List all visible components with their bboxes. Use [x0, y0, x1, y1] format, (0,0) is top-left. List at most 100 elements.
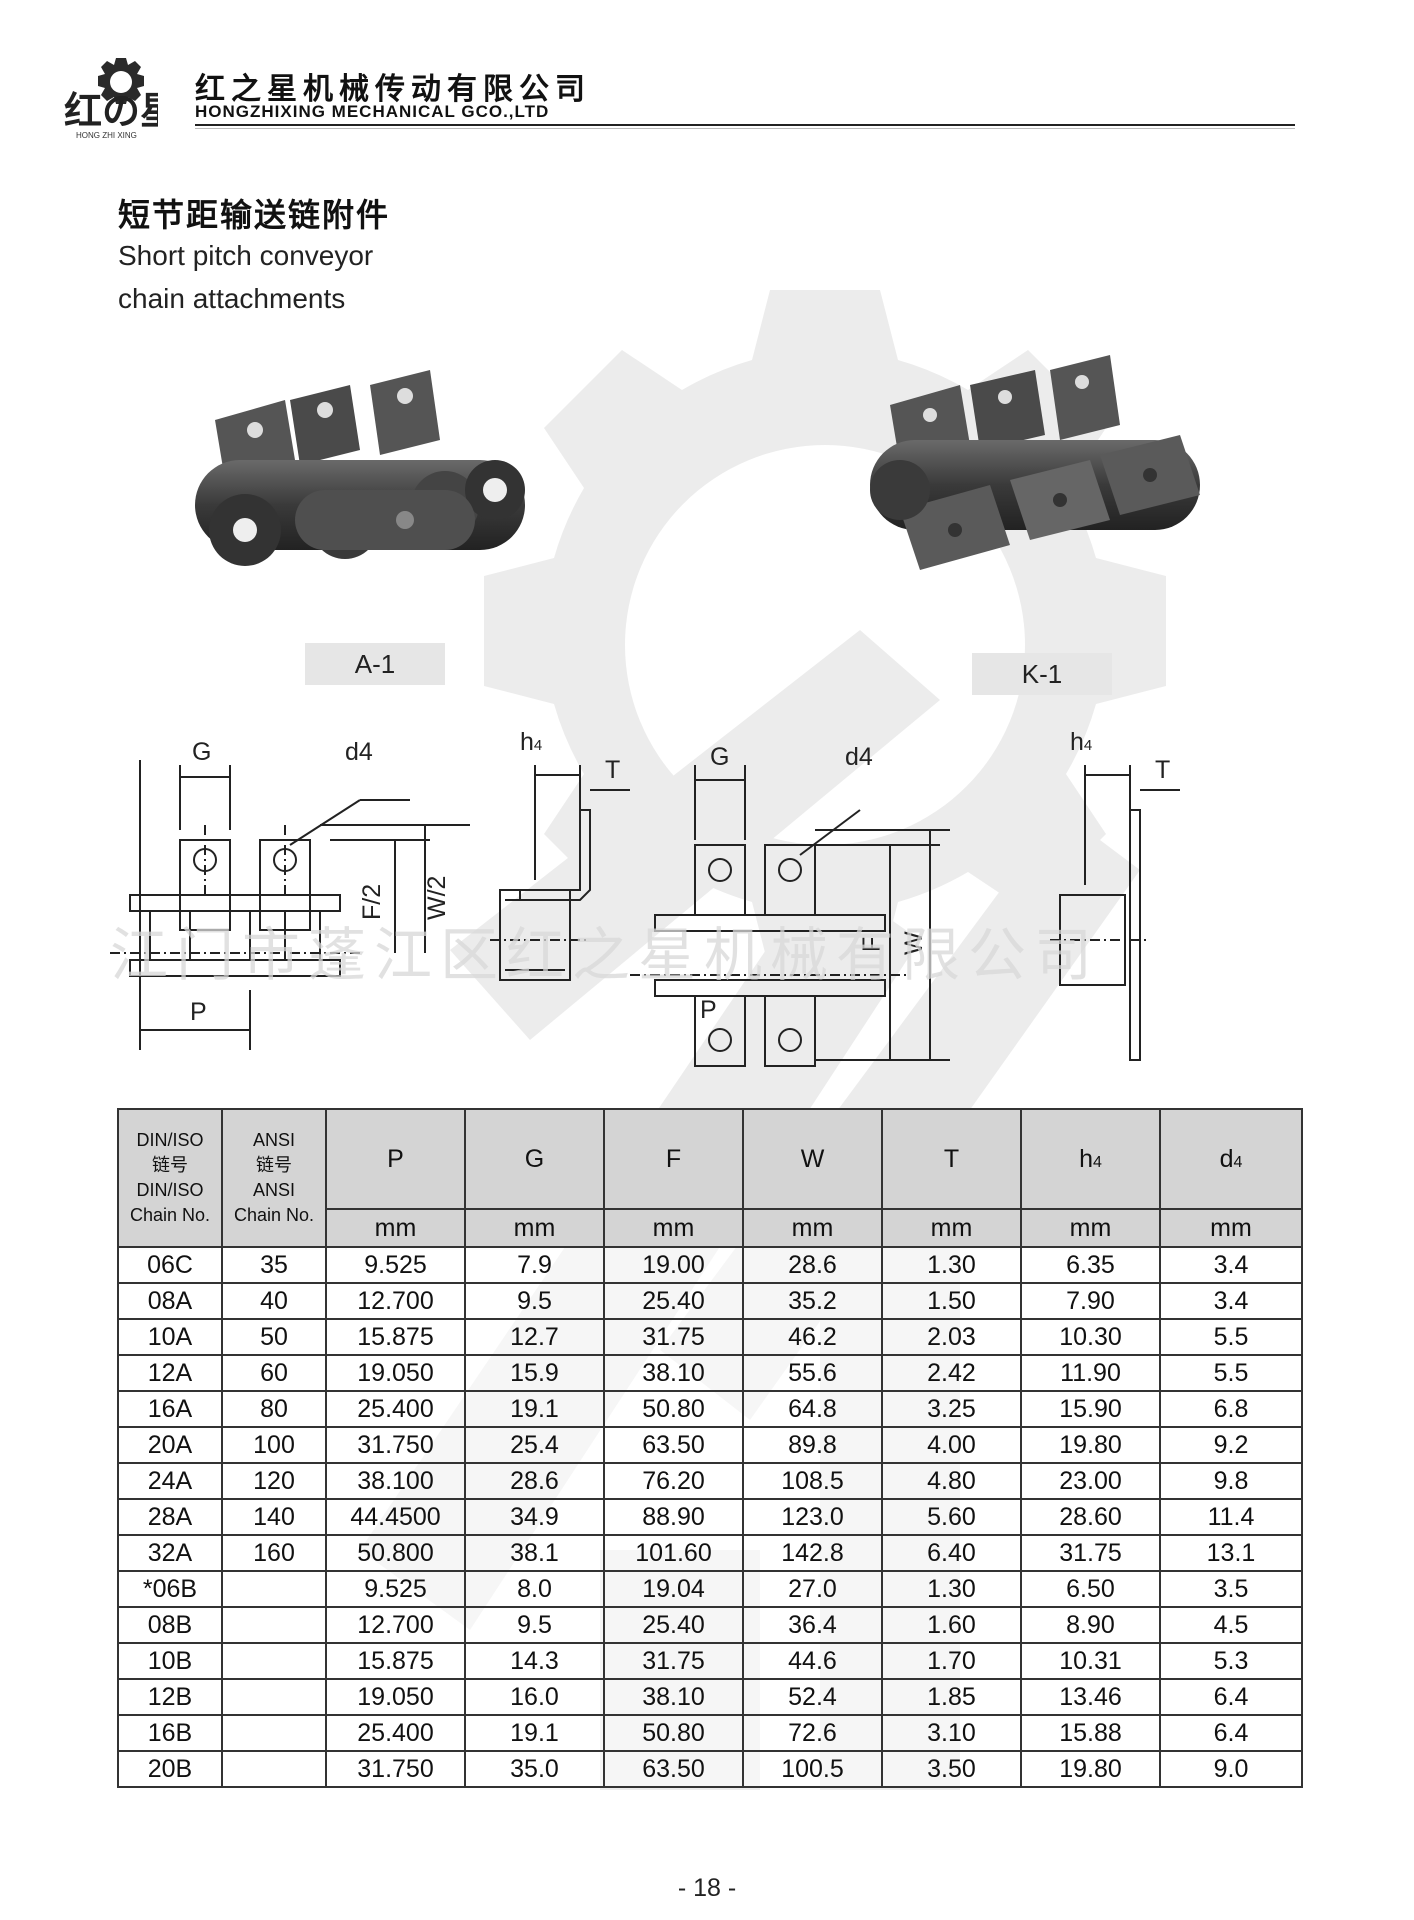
table-cell: 7.9	[464, 1246, 605, 1284]
table-cell: 123.0	[742, 1498, 883, 1536]
table-cell: 5.60	[881, 1498, 1022, 1536]
table-cell: 19.1	[464, 1390, 605, 1428]
table-cell: 15.875	[325, 1318, 466, 1356]
table-cell: 36.4	[742, 1606, 883, 1644]
table-cell: 9.0	[1159, 1750, 1303, 1788]
table-cell: 19.80	[1020, 1426, 1161, 1464]
table-cell: 12.700	[325, 1282, 466, 1320]
table-cell: 20B	[117, 1750, 223, 1788]
watermark-company-text: 江门市蓬江区红之星机械有限公司	[110, 921, 1100, 989]
table-cell: 12.7	[464, 1318, 605, 1356]
table-cell: 5.5	[1159, 1354, 1303, 1392]
table-header-row: DIN/ISO 链号 DIN/ISO Chain No. ANSI 链号 ANS…	[117, 1108, 1303, 1248]
table-cell: 6.4	[1159, 1678, 1303, 1716]
table-cell	[221, 1714, 327, 1752]
table-cell: 12.700	[325, 1606, 466, 1644]
col-header-p: P	[325, 1108, 466, 1210]
table-cell: 19.050	[325, 1678, 466, 1716]
table-cell: 11.4	[1159, 1498, 1303, 1536]
table-cell: 10B	[117, 1642, 223, 1680]
table-cell: 50.80	[603, 1390, 744, 1428]
table-cell: 63.50	[603, 1426, 744, 1464]
table-cell: 20A	[117, 1426, 223, 1464]
table-cell: 16A	[117, 1390, 223, 1428]
table-cell: 35	[221, 1246, 327, 1284]
table-cell: 6.8	[1159, 1390, 1303, 1428]
page-title-english-line2: chain attachments	[118, 283, 346, 314]
table-cell: 140	[221, 1498, 327, 1536]
table-cell: 19.050	[325, 1354, 466, 1392]
table-cell: 34.9	[464, 1498, 605, 1536]
table-cell: 25.40	[603, 1606, 744, 1644]
dim-p-label: P	[190, 998, 207, 1026]
dim-d4-label: d4	[345, 738, 373, 766]
table-cell: 25.400	[325, 1714, 466, 1752]
table-cell: 15.9	[464, 1354, 605, 1392]
table-cell: 19.1	[464, 1714, 605, 1752]
table-cell: 46.2	[742, 1318, 883, 1356]
col-header-h4: h4	[1020, 1108, 1161, 1210]
table-cell: 28A	[117, 1498, 223, 1536]
col-header-d4: d4	[1159, 1108, 1303, 1210]
table-cell: 3.5	[1159, 1570, 1303, 1608]
dim-t-label-k1: T	[1155, 756, 1170, 784]
table-cell: 5.3	[1159, 1642, 1303, 1680]
table-cell: 142.8	[742, 1534, 883, 1572]
table-cell: 25.40	[603, 1282, 744, 1320]
table-cell: 89.8	[742, 1426, 883, 1464]
table-cell: 08B	[117, 1606, 223, 1644]
table-cell: 100	[221, 1426, 327, 1464]
table-cell: 52.4	[742, 1678, 883, 1716]
page-title-english-line1: Short pitch conveyor	[118, 240, 374, 271]
page-title-chinese: 短节距输送链附件	[118, 196, 391, 234]
col-header-w: W	[742, 1108, 883, 1210]
table-cell: 9.525	[325, 1570, 466, 1608]
table-cell: 31.750	[325, 1426, 466, 1464]
table-cell: 3.10	[881, 1714, 1022, 1752]
table-cell: 24A	[117, 1462, 223, 1500]
table-cell: 1.70	[881, 1642, 1022, 1680]
table-cell: 25.400	[325, 1390, 466, 1428]
table-cell: 31.750	[325, 1750, 466, 1788]
table-cell: 28.6	[742, 1246, 883, 1284]
table-cell: 40	[221, 1282, 327, 1320]
header-divider-thin	[195, 128, 1295, 129]
chain-a1-label: A-1	[305, 643, 445, 685]
table-cell: 16B	[117, 1714, 223, 1752]
col-header-g: G	[464, 1108, 605, 1210]
table-cell: 28.6	[464, 1462, 605, 1500]
a1-front-view	[110, 760, 470, 1050]
table-cell: 1.85	[881, 1678, 1022, 1716]
page-number: - 18 -	[677, 1874, 737, 1902]
table-cell: 6.35	[1020, 1246, 1161, 1284]
unit-cell: mm	[881, 1208, 1022, 1248]
table-cell: 4.80	[881, 1462, 1022, 1500]
table-cell: 44.4500	[325, 1498, 466, 1536]
table-cell: 60	[221, 1354, 327, 1392]
table-cell: 3.50	[881, 1750, 1022, 1788]
table-cell: 76.20	[603, 1462, 744, 1500]
table-cell: 38.1	[464, 1534, 605, 1572]
table-cell: 19.00	[603, 1246, 744, 1284]
dim-g-label: G	[192, 738, 211, 766]
table-cell: 32A	[117, 1534, 223, 1572]
table-cell: 23.00	[1020, 1462, 1161, 1500]
dim-p-label-k1: P	[700, 996, 717, 1024]
table-cell: 25.4	[464, 1426, 605, 1464]
k1-side-view	[1050, 765, 1180, 1061]
dim-h4-label-k1: h4	[1070, 728, 1092, 756]
dim-f-half-label: F/2	[358, 884, 386, 920]
table-cell: 3.4	[1159, 1246, 1303, 1284]
table-cell: *06B	[117, 1570, 223, 1608]
table-cell: 10.30	[1020, 1318, 1161, 1356]
table-cell: 64.8	[742, 1390, 883, 1428]
